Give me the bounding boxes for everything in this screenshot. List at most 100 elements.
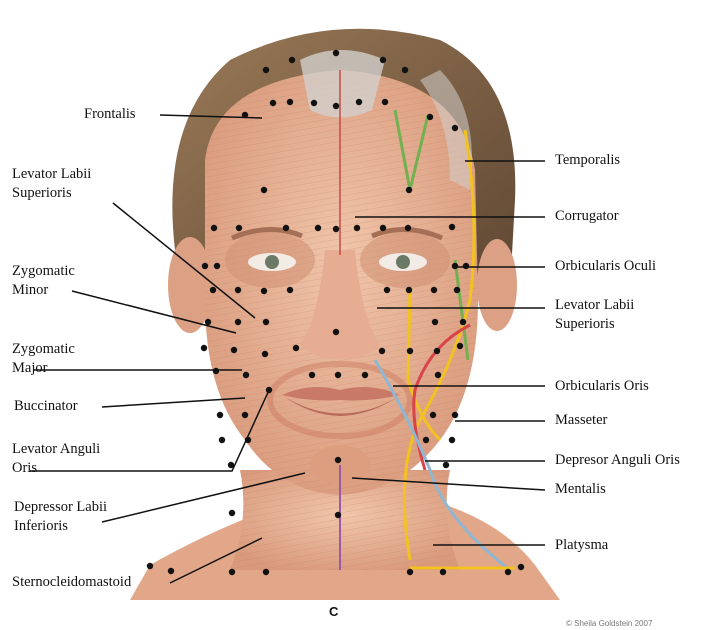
marker-point — [335, 512, 341, 518]
marker-point — [242, 412, 248, 418]
marker-point — [380, 225, 386, 231]
label-platysma: Platysma — [555, 536, 608, 555]
marker-point — [362, 372, 368, 378]
label-masseter: Masseter — [555, 411, 607, 430]
marker-point — [405, 225, 411, 231]
right-iris — [396, 255, 410, 269]
label-levator-anguli-oris: Levator Anguli Oris — [12, 440, 100, 478]
marker-point — [406, 187, 412, 193]
label-zygomatic-minor: Zygomatic Minor — [12, 262, 75, 300]
marker-point — [229, 569, 235, 575]
label-depressor-labii-inferioris: Depressor Labii Inferioris — [14, 498, 107, 536]
marker-point — [454, 287, 460, 293]
marker-point — [315, 225, 321, 231]
marker-point — [430, 412, 436, 418]
marker-point — [333, 50, 339, 56]
galea-aponeurosis — [300, 50, 385, 118]
marker-point — [261, 187, 267, 193]
label-zygomatic-major: Zygomatic Major — [12, 340, 75, 378]
marker-point — [402, 67, 408, 73]
marker-point — [463, 263, 469, 269]
marker-point — [384, 287, 390, 293]
marker-point — [205, 319, 211, 325]
label-buccinator: Buccinator — [14, 397, 78, 416]
marker-point — [243, 372, 249, 378]
marker-point — [235, 287, 241, 293]
marker-point — [287, 99, 293, 105]
marker-point — [449, 437, 455, 443]
marker-point — [210, 287, 216, 293]
marker-point — [263, 319, 269, 325]
marker-point — [382, 99, 388, 105]
label-orbicularis-oris: Orbicularis Oris — [555, 377, 649, 396]
label-depresor-anguli-oris: Depresor Anguli Oris — [555, 451, 680, 470]
marker-point — [505, 569, 511, 575]
marker-point — [262, 351, 268, 357]
marker-point — [457, 343, 463, 349]
marker-point — [201, 345, 207, 351]
label-mentalis: Mentalis — [555, 480, 606, 499]
label-temporalis: Temporalis — [555, 151, 620, 170]
label-levator-labii-superioris-left: Levator Labii Superioris — [12, 165, 91, 203]
marker-point — [434, 348, 440, 354]
marker-point — [235, 319, 241, 325]
marker-point — [333, 329, 339, 335]
marker-point — [435, 372, 441, 378]
marker-point — [356, 99, 362, 105]
label-orbicularis-oculi: Orbicularis Oculi — [555, 257, 656, 276]
marker-point — [229, 510, 235, 516]
marker-point — [231, 347, 237, 353]
marker-point — [443, 462, 449, 468]
panel-letter: C — [329, 604, 338, 619]
label-corrugator: Corrugator — [555, 207, 619, 226]
marker-point — [311, 100, 317, 106]
marker-point — [263, 569, 269, 575]
copyright-credit: © Sheila Goldstein 2007 — [566, 619, 652, 628]
marker-point — [406, 287, 412, 293]
marker-point — [518, 564, 524, 570]
marker-point — [354, 225, 360, 231]
marker-point — [449, 224, 455, 230]
marker-point — [266, 387, 272, 393]
marker-point — [147, 563, 153, 569]
marker-point — [431, 287, 437, 293]
marker-point — [261, 288, 267, 294]
marker-point — [309, 372, 315, 378]
marker-point — [293, 345, 299, 351]
marker-point — [335, 372, 341, 378]
marker-point — [452, 412, 458, 418]
marker-point — [263, 67, 269, 73]
marker-point — [214, 263, 220, 269]
marker-point — [427, 114, 433, 120]
marker-point — [242, 112, 248, 118]
marker-point — [423, 437, 429, 443]
marker-point — [236, 225, 242, 231]
marker-point — [213, 368, 219, 374]
marker-point — [245, 437, 251, 443]
marker-point — [333, 103, 339, 109]
label-frontalis: Frontalis — [84, 105, 136, 124]
marker-point — [407, 348, 413, 354]
label-sternocleidomastoid: Sternocleidomastoid — [12, 573, 131, 592]
marker-point — [211, 225, 217, 231]
marker-point — [333, 226, 339, 232]
marker-point — [432, 319, 438, 325]
marker-point — [380, 57, 386, 63]
marker-point — [335, 457, 341, 463]
right-ear — [477, 239, 517, 331]
marker-point — [460, 319, 466, 325]
marker-point — [452, 125, 458, 131]
left-iris — [265, 255, 279, 269]
marker-point — [219, 437, 225, 443]
marker-point — [379, 348, 385, 354]
marker-point — [283, 225, 289, 231]
marker-point — [452, 263, 458, 269]
marker-point — [289, 57, 295, 63]
marker-point — [228, 462, 234, 468]
marker-point — [407, 569, 413, 575]
marker-point — [440, 569, 446, 575]
marker-point — [202, 263, 208, 269]
marker-point — [270, 100, 276, 106]
label-levator-labii-superioris-right: Levator Labii Superioris — [555, 296, 634, 334]
